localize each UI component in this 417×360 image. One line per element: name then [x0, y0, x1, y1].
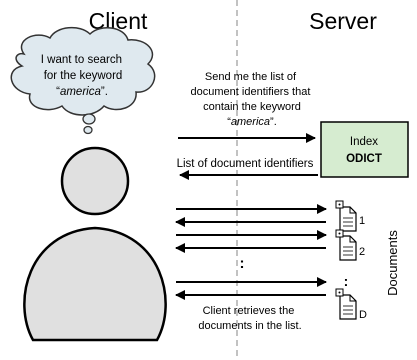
request-line-1: Send me the list of: [205, 71, 297, 83]
document-icon: [335, 288, 357, 320]
document-icon: [335, 229, 357, 261]
request-line-2: document identifiers that: [191, 86, 311, 98]
thought-quote-close: ”.: [101, 86, 108, 98]
documents-ellipsis: :: [344, 273, 349, 289]
svg-text:Send me the list of docume: Send me the list of document identifiers…: [191, 71, 314, 113]
person-body: [23, 226, 167, 342]
retrieval-arrows: [175, 204, 327, 300]
document-number-2: 2: [359, 246, 365, 258]
svg-text:Client retrieves the docum: Client retrieves the documents in the li…: [198, 305, 301, 332]
svg-text:“america”.: “america”.: [227, 116, 277, 128]
thought-cloud-shape: [10, 26, 156, 116]
retrieval-line-2: documents in the list.: [198, 320, 301, 332]
request-quote-open: “: [227, 116, 231, 128]
index-box-line-2: ODICT: [346, 153, 382, 165]
thought-keyword: america: [60, 86, 101, 98]
svg-text:I want to search for the: I want to search for the keyword: [41, 54, 125, 82]
thought-line-2: for the keyword: [44, 70, 123, 82]
index-box-shape: [320, 121, 409, 178]
document-number-1: 1: [359, 215, 365, 227]
thought-line-1: I want to search: [41, 54, 122, 66]
thought-quote-open: “: [56, 86, 60, 98]
request-line-3: contain the keyword: [203, 101, 301, 113]
document-number-d: D: [359, 309, 367, 321]
client-person-icon: [23, 146, 167, 342]
document-icon: [335, 200, 357, 232]
documents-label: Documents: [385, 230, 400, 296]
thought-bubble-small: [83, 125, 93, 135]
index-box-line-1: Index: [350, 136, 378, 148]
person-head: [60, 146, 130, 216]
retrieval-line-1: Client retrieves the: [203, 305, 295, 317]
request-quote-close: ”.: [270, 116, 277, 128]
request-keyword: america: [231, 116, 270, 128]
arrows-ellipsis: :: [240, 255, 245, 272]
response-label: List of document identifiers: [177, 158, 314, 170]
thought-bubble-large: [82, 113, 96, 125]
thought-cloud: I want to search for the keyword “americ…: [10, 26, 156, 135]
svg-text:“america”.: “america”.: [56, 86, 108, 98]
server-header: Server: [309, 8, 377, 34]
index-box: Index ODICT: [320, 121, 409, 178]
documents-stack: 1 2 : D Documents: [335, 200, 400, 321]
